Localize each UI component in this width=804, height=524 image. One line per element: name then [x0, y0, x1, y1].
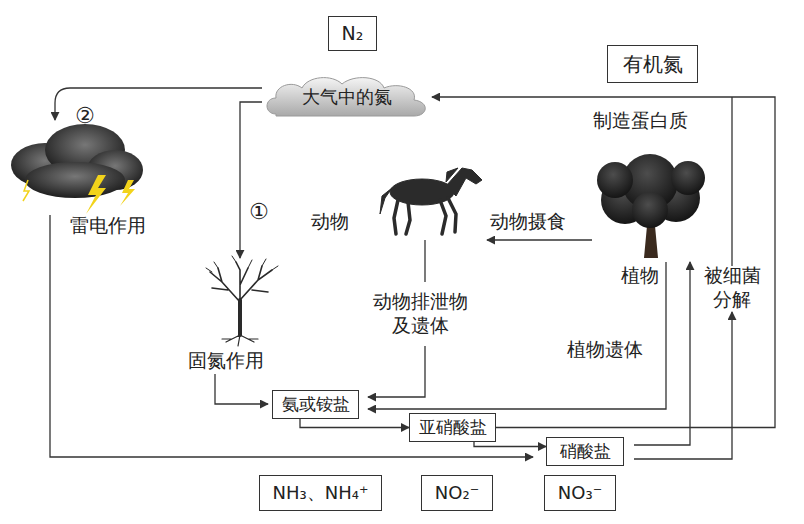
process-label: 被细菌 分解	[700, 264, 764, 312]
flow-line	[634, 312, 732, 459]
node-text: N₂	[342, 23, 364, 45]
compound-box: 氨或铵盐	[272, 390, 359, 419]
formula-box: NO₂⁻	[421, 475, 493, 511]
process-label: 动物排泄物 及遗体	[368, 290, 472, 338]
flow-line	[487, 239, 592, 240]
bare-tree	[206, 256, 278, 346]
tree	[597, 154, 705, 258]
atmosphere-cloud: 大气中的氮	[262, 74, 432, 120]
node-text: 亚硝酸盐	[419, 418, 487, 438]
organism-label: 植物	[621, 264, 659, 288]
process-label: 动物摄食	[490, 210, 566, 234]
compound-box: 硝酸盐	[546, 437, 624, 466]
node-text: 大气中的氮	[302, 87, 392, 108]
flow-line	[368, 346, 425, 397]
formula-box: NH₃、NH₄⁺	[259, 475, 382, 511]
process-label: 植物遗体	[567, 338, 643, 362]
node-text: 氨或铵盐	[282, 395, 350, 415]
node-text: 硝酸盐	[560, 442, 611, 462]
flow-line	[731, 97, 732, 266]
title-box: 有机氮	[607, 45, 698, 83]
node-text: NH₃、NH₄⁺	[273, 483, 369, 504]
flow-line	[424, 240, 425, 282]
flow-line	[215, 374, 268, 404]
flow-line	[368, 262, 666, 409]
node-text: NO₂⁻	[435, 483, 479, 504]
storm-cloud	[11, 124, 143, 214]
process-label: 雷电作用	[70, 214, 146, 238]
callout-number: ①	[249, 198, 269, 226]
flow-arrow	[474, 442, 546, 447]
flow-arrow	[300, 419, 409, 428]
node-text: NO₃⁻	[558, 483, 602, 504]
node-text: 有机氮	[623, 53, 683, 76]
flow-line	[240, 102, 262, 258]
process-label: 固氮作用	[188, 349, 264, 373]
horse	[380, 168, 482, 234]
compound-box: 亚硝酸盐	[409, 413, 496, 442]
formula-box: N₂	[328, 16, 377, 51]
flow-arrow	[432, 97, 775, 428]
process-label: 制造蛋白质	[593, 109, 688, 133]
formula-box: NO₃⁻	[544, 475, 616, 511]
flow-line	[50, 215, 533, 457]
organism-label: 动物	[311, 210, 349, 234]
callout-number: ②	[75, 102, 95, 130]
